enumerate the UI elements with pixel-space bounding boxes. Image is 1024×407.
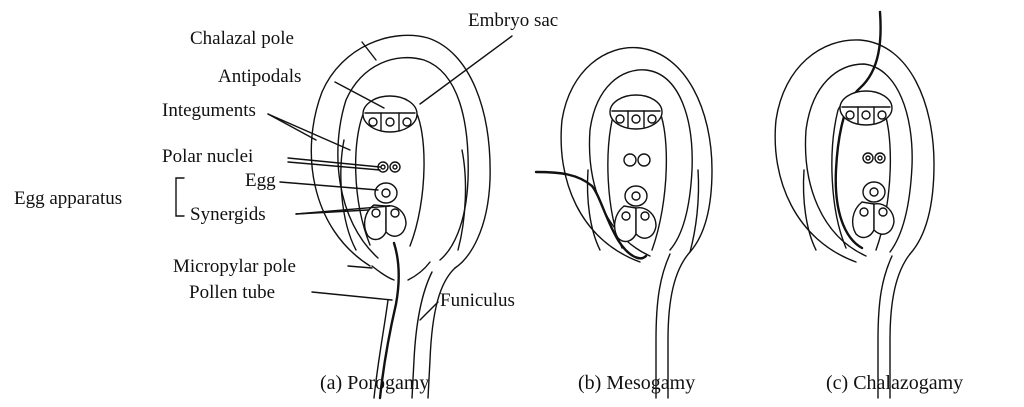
label-synergids: Synergids [190, 204, 266, 225]
label-integuments: Integuments [162, 100, 256, 121]
label-chalazal-pole: Chalazal pole [190, 28, 294, 49]
caption-mesogamy: (b) Mesogamy [578, 372, 695, 394]
caption-chalazogamy: (c) Chalazogamy [826, 372, 963, 394]
caption-porogamy: (a) Porogamy [320, 372, 429, 394]
label-funiculus: Funiculus [440, 290, 515, 311]
ovule-mesogamy [534, 46, 713, 399]
label-polar-nuclei: Polar nuclei [162, 146, 253, 167]
label-micropylar-pole: Micropylar pole [173, 256, 296, 277]
label-antipodals: Antipodals [218, 66, 301, 87]
label-egg: Egg [245, 170, 276, 191]
label-egg-apparatus: Egg apparatus [14, 188, 122, 209]
ovule-chalazogamy [774, 10, 935, 399]
label-embryo-sac: Embryo sac [468, 10, 558, 31]
ovule-porogamy [175, 34, 513, 400]
label-pollen-tube: Pollen tube [189, 282, 275, 303]
